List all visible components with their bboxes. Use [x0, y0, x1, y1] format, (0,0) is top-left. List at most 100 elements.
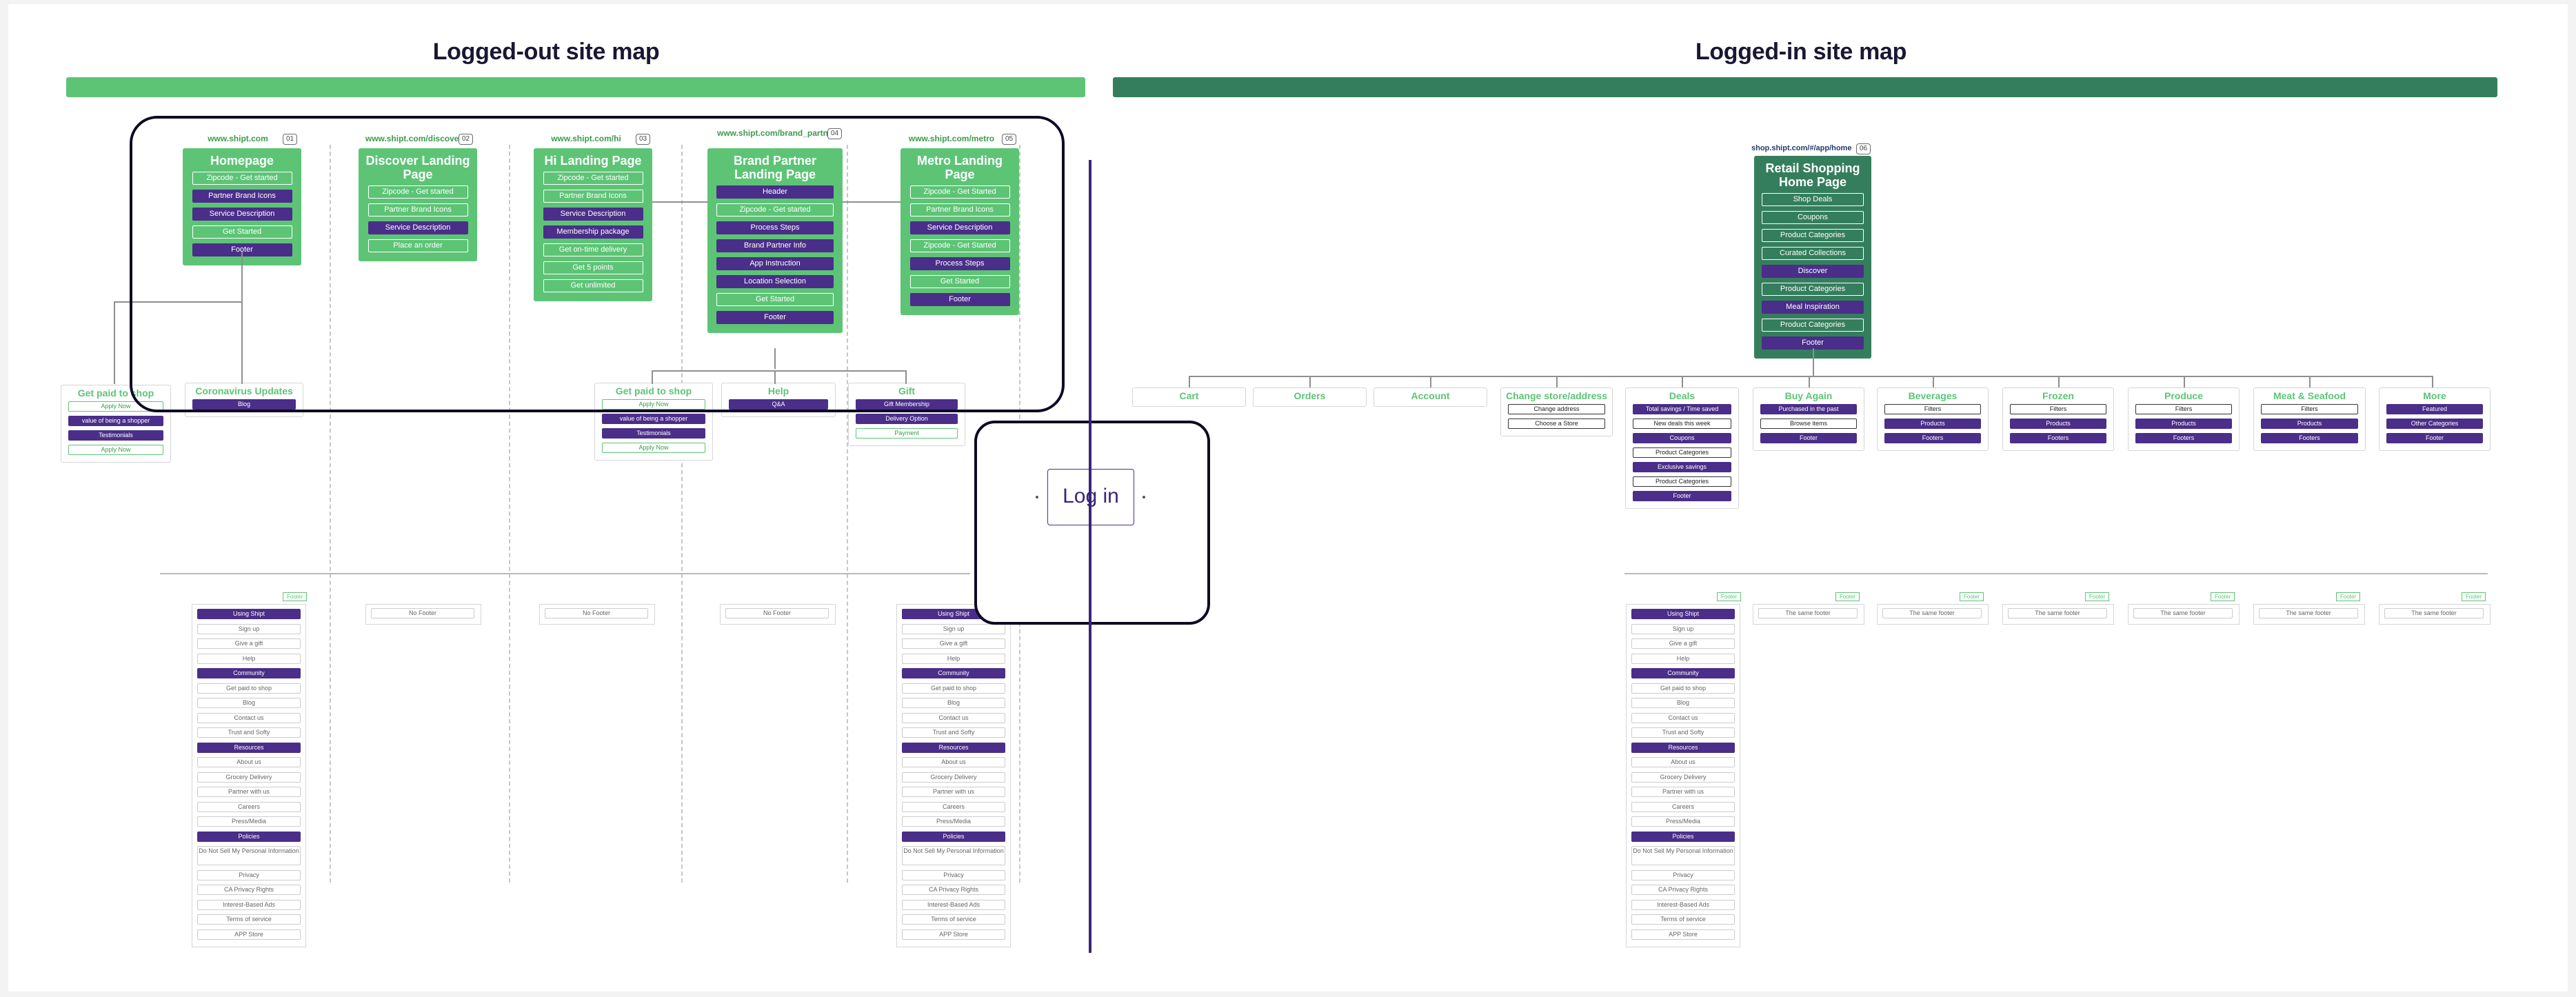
list-item: Do Not Sell My Personal Information [902, 846, 1005, 865]
connector-line [1809, 376, 1810, 387]
list-item: App Instruction [716, 257, 834, 270]
page-url: www.shipt.com [208, 134, 268, 143]
list-item: Help [197, 653, 301, 664]
page-url: www.shipt.com/hi [551, 134, 621, 143]
list-item: Service Description [368, 221, 468, 234]
list-item: CA Privacy Rights [902, 885, 1005, 895]
page-url: shop.shipt.com/#/app/home [1751, 144, 1852, 152]
list-item: Trust and Softy [1631, 727, 1735, 738]
connector-line [1189, 376, 2432, 377]
connector-line [2058, 376, 2060, 387]
connector-line [652, 370, 907, 372]
list-item: Partner Brand Icons [192, 190, 292, 203]
list-item: Resources [902, 742, 1005, 753]
list-item: Gift Membership [856, 399, 958, 410]
connector-line [1933, 376, 1934, 387]
connector-line [1189, 376, 1190, 387]
list-item: Testimonials [602, 428, 705, 439]
list-item: Filters [1884, 404, 1981, 414]
subpage-title: Get paid to shop [615, 385, 692, 396]
list-item: Press/Media [1631, 816, 1735, 827]
list-item: Apply Now [68, 445, 163, 455]
list-item: Footer [1760, 433, 1857, 443]
connector-line [905, 370, 907, 384]
footer-tag: Footer [2462, 592, 2486, 601]
page-title: Retail Shopping Home Page [1765, 161, 1860, 189]
list-item: CA Privacy Rights [197, 885, 301, 895]
list-item: Zipcode - Get started [716, 203, 834, 216]
list-item: Policies [902, 831, 1005, 842]
list-item: Sign up [197, 623, 301, 634]
list-item: Products [2135, 419, 2232, 429]
list-item: Footers [1884, 433, 1981, 443]
list-item: Coupons [1762, 211, 1864, 224]
subpage-title: Meat & Seafood [2273, 390, 2346, 401]
connector-dot [1036, 496, 1038, 498]
list-item: Get Started [909, 275, 1010, 288]
list-item: Interest-Based Ads [902, 899, 1005, 910]
list-item: Partner with us [902, 787, 1005, 797]
list-item: Partner with us [1631, 787, 1735, 797]
list-item: Press/Media [902, 816, 1005, 827]
page-title: Hi Landing Page [544, 154, 642, 168]
subpage-title: Produce [2164, 390, 2203, 401]
subpage-card: Account [1373, 387, 1487, 407]
list-item: Contact us [197, 712, 301, 723]
list-item: Footers [2010, 433, 2106, 443]
connector-line [241, 359, 243, 384]
footer-separator [160, 573, 970, 574]
lane-separator [509, 145, 510, 883]
list-item: Partner Brand Icons [909, 203, 1010, 216]
lane-separator [330, 145, 331, 883]
connector-line [1430, 376, 1431, 387]
page-title: Discover Landing Page [365, 154, 470, 181]
list-item: Footer [716, 311, 834, 324]
list-item: Delivery Option [856, 414, 958, 424]
list-item: CA Privacy Rights [1631, 885, 1735, 895]
footer-box: The same footer [2128, 604, 2240, 625]
list-item: About us [902, 757, 1005, 767]
list-item: Discover [1762, 265, 1864, 278]
connector-line [1682, 376, 1683, 387]
list-item: Header [716, 185, 834, 199]
subpage-card: Orders [1253, 387, 1367, 407]
list-item: Careers [1631, 801, 1735, 812]
subpage-title: More [2423, 390, 2446, 401]
footer-box: The same footer [2253, 604, 2365, 625]
list-item: Using Shipt [197, 609, 301, 619]
list-item: Community [197, 668, 301, 678]
list-item: Zipcode - Get Started [909, 239, 1010, 252]
list-item: Resources [1631, 742, 1735, 753]
list-item: Product Categories [1633, 447, 1731, 458]
list-item: Process Steps [909, 257, 1010, 270]
list-item: Get on-time delivery [543, 243, 643, 256]
list-item: Blog [902, 698, 1005, 708]
connector-line [2432, 376, 2433, 387]
list-item: About us [1631, 757, 1735, 767]
footer-box: The same footer [1877, 604, 1989, 625]
list-item: Give a gift [1631, 638, 1735, 649]
list-item: Service Description [543, 208, 643, 221]
login-highlight-frame [974, 421, 1210, 625]
list-item: Policies [1631, 831, 1735, 842]
logged-in-title: Logged-in site map [1695, 39, 1907, 65]
footer-tag: Footer [2085, 592, 2110, 601]
page-number-badge: 05 [1002, 134, 1017, 145]
connector-line [774, 348, 776, 369]
list-item: Footers [2261, 433, 2358, 443]
list-item: Do Not Sell My Personal Information [197, 846, 301, 865]
list-item: Product Categories [1762, 283, 1864, 296]
list-item: Filters [2135, 404, 2232, 414]
list-item: Trust and Softy [197, 727, 301, 738]
list-item: Grocery Delivery [902, 772, 1005, 783]
